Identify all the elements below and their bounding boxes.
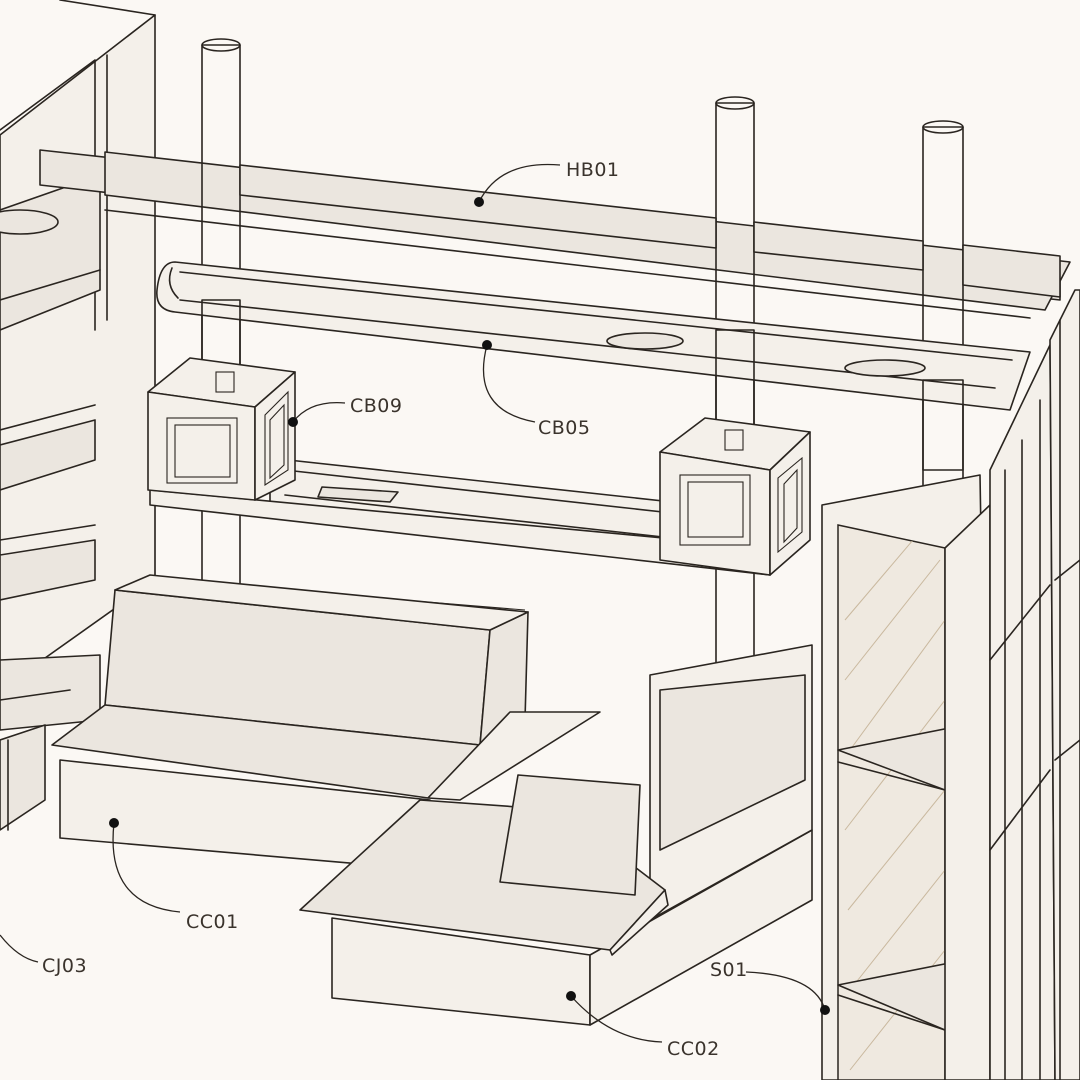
sofa-cc02 <box>299 644 813 1026</box>
label-cb05: CB05 <box>538 417 590 439</box>
callout-cb05: CB05 <box>482 340 590 439</box>
column-right-front <box>922 379 964 471</box>
cable-tray-cb05 <box>156 261 1031 411</box>
label-cj03: CJ03 <box>42 955 87 977</box>
label-cb09: CB09 <box>350 395 402 417</box>
column-middle-in-cube <box>724 429 744 451</box>
callout-cc01: CC01 <box>109 818 239 933</box>
cube-bracket-left <box>147 357 296 501</box>
callout-hb01: HB01 <box>474 159 620 207</box>
cube-bracket-right <box>659 417 811 576</box>
label-cc02: CC02 <box>667 1038 720 1060</box>
callout-s01: S01 <box>710 959 830 1015</box>
label-hb01: HB01 <box>566 159 620 181</box>
column-left-in-cube <box>215 371 235 393</box>
label-s01: S01 <box>710 959 748 981</box>
screen-s01 <box>821 289 1080 1080</box>
lower-tray <box>149 457 771 576</box>
callout-cj03: CJ03 <box>0 934 87 977</box>
callout-cb09: CB09 <box>288 395 402 427</box>
label-cc01: CC01 <box>186 911 239 933</box>
callout-cc02: CC02 <box>566 991 720 1060</box>
